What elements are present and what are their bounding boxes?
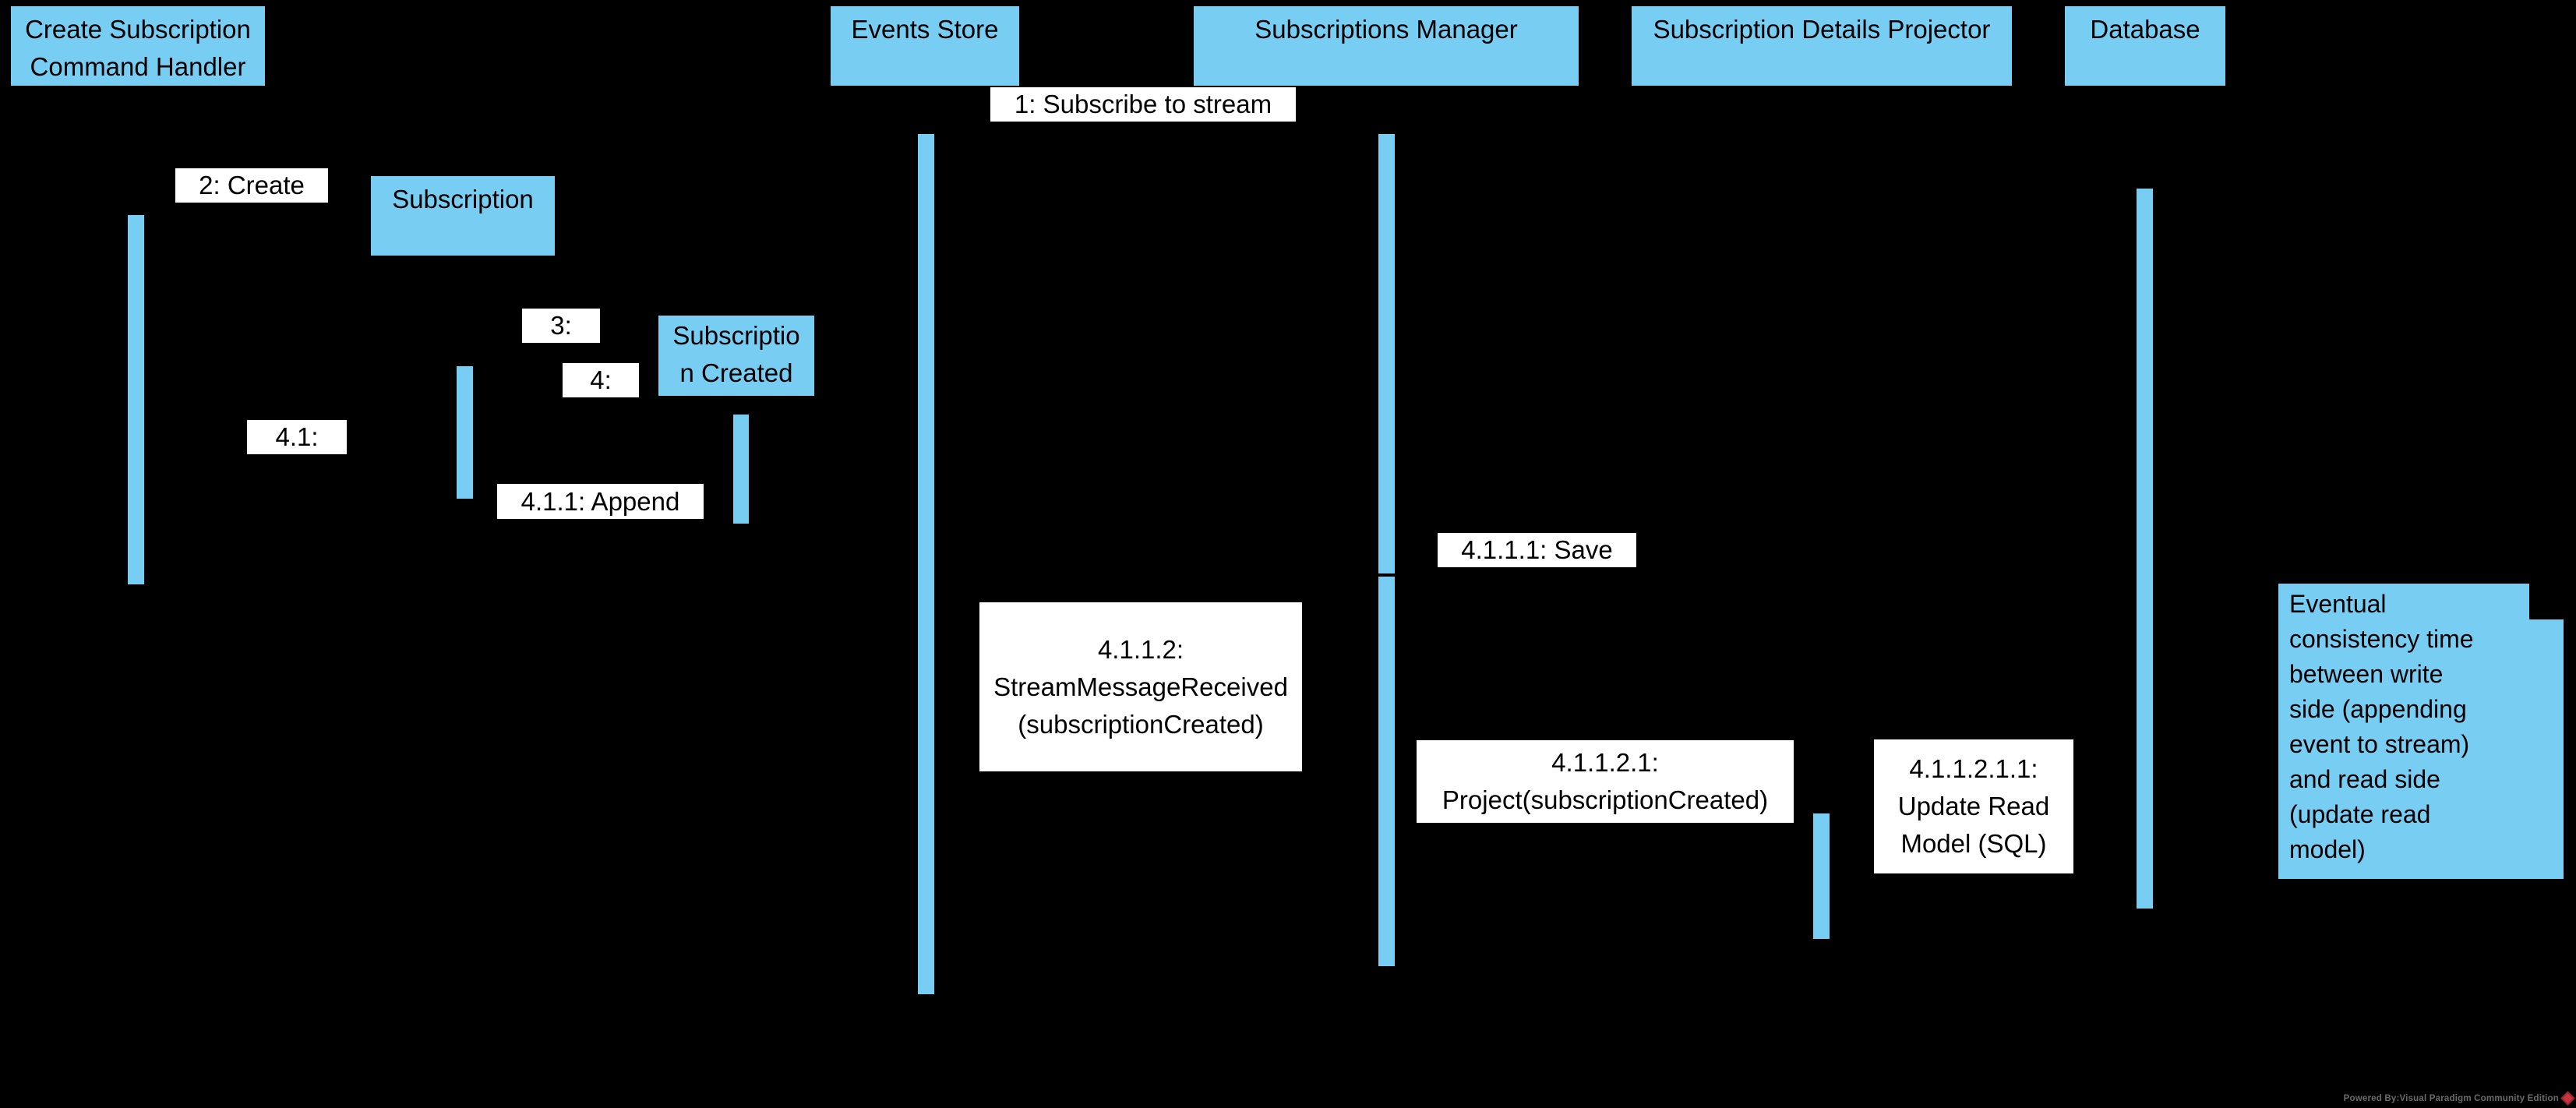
message-label: (subscriptionCreated) (1018, 709, 1264, 739)
message-label: 3: (550, 311, 572, 340)
object-label: n Created (679, 358, 793, 387)
message-label: 4.1.1.2.1.1: (1909, 754, 2038, 783)
message-label: 2: Create (199, 171, 305, 199)
activation-bar-database (2137, 189, 2153, 909)
lifeline-create-subscription-command-handler: Create Subscription Command Handler (11, 6, 265, 86)
lifeline-label: Database (2090, 15, 2200, 44)
message-4-1-1-2-1-1-update-read-model: 4.1.1.2.1.1: Update Read Model (SQL) (1874, 739, 2073, 873)
lifeline-label: Command Handler (30, 52, 246, 81)
activation-bar-subscription-created (733, 415, 749, 524)
message-label: 1: Subscribe to stream (1014, 90, 1272, 118)
message-label: Project(subscriptionCreated) (1442, 785, 1769, 814)
message-label: 4: (590, 365, 612, 394)
lifeline-label: Events Store (851, 15, 999, 44)
lifeline-database: Database (2065, 6, 2225, 86)
lifeline-subscription-details-projector: Subscription Details Projector (1632, 6, 2012, 86)
lifeline-subscriptions-manager: Subscriptions Manager (1194, 6, 1579, 86)
lifeline-label: Create Subscription (25, 15, 251, 44)
lifeline-events-store: Events Store (831, 6, 1019, 86)
message-1-subscribe-to-stream: 1: Subscribe to stream (990, 87, 1296, 122)
message-4: 4: (563, 363, 639, 397)
activation-bar-subscriptions-manager-2 (1378, 577, 1395, 966)
message-4-1: 4.1: (247, 420, 347, 454)
note-line: Eventual (2289, 590, 2387, 618)
note-line: event to stream) (2289, 730, 2470, 758)
message-label: StreamMessageReceived (993, 672, 1288, 701)
note-line: and read side (2289, 765, 2440, 793)
activation-bar-subscriptions-manager-1 (1378, 134, 1395, 573)
message-4-1-1-append: 4.1.1: Append (497, 484, 704, 519)
note-line: side (appending (2289, 695, 2467, 723)
activation-bar-details-projector (1813, 813, 1830, 939)
activation-bar-events-store (918, 134, 934, 994)
message-label: 4.1: (275, 422, 319, 451)
object-subscription: Subscription (371, 176, 555, 256)
note-line: between write (2289, 660, 2444, 688)
object-subscription-created: Subscriptio n Created (658, 316, 814, 396)
message-label: Update Read (1897, 792, 2050, 820)
message-label: 4.1.1.1: Save (1461, 535, 1613, 564)
message-4-1-1-2-stream-message-received: 4.1.1.2: StreamMessageReceived (subscrip… (979, 602, 1302, 771)
message-4-1-1-1-save: 4.1.1.1: Save (1438, 533, 1636, 567)
activation-bar-subscription (457, 366, 473, 499)
note-line: consistency time (2289, 625, 2474, 653)
note-line: (update read (2289, 800, 2431, 828)
message-3: 3: (522, 309, 600, 343)
object-label: Subscriptio (672, 321, 800, 350)
message-label: 4.1.1: Append (520, 486, 680, 516)
message-label: Model (SQL) (1900, 829, 2047, 858)
lifeline-label: Subscription Details Projector (1653, 15, 1991, 44)
footer-credit-text: Powered By:Visual Paradigm Community Edi… (2343, 1093, 2559, 1103)
note-eventual-consistency: Eventual consistency time between write … (2278, 584, 2564, 879)
message-label: 4.1.1.2.1: (1551, 748, 1659, 777)
lifeline-label: Subscriptions Manager (1254, 15, 1518, 44)
message-2-create: 2: Create (175, 168, 328, 203)
object-label: Subscription (392, 185, 534, 213)
message-4-1-1-2-1-project: 4.1.1.2.1: Project(subscriptionCreated) (1417, 740, 1794, 823)
activation-bar-command-handler (128, 215, 144, 584)
message-label: 4.1.1.2: (1097, 634, 1184, 664)
note-line: model) (2289, 835, 2366, 863)
visual-paradigm-logo-icon (2560, 1091, 2575, 1106)
footer-credit: Powered By:Visual Paradigm Community Edi… (2343, 1091, 2575, 1106)
